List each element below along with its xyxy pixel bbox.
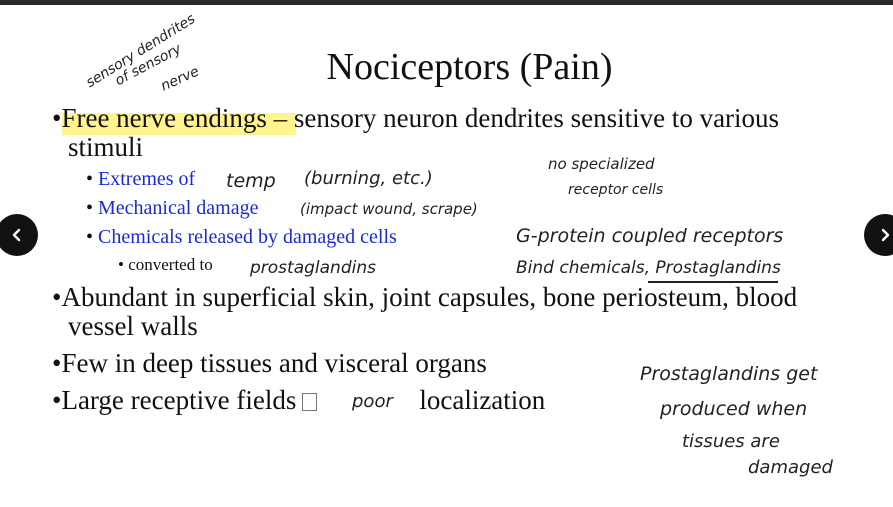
next-slide-button[interactable]: [864, 214, 893, 256]
chevron-right-icon: [881, 228, 890, 242]
missing-glyph-box: [302, 393, 318, 411]
handwritten-note: G-protein coupled receptors: [516, 225, 784, 247]
bullet-1-continuation: stimuli: [68, 132, 144, 162]
handwritten-note: Prostaglandins get: [640, 363, 818, 385]
bullet-glyph: •: [52, 348, 62, 378]
bullet-1-text: – sensory neuron dendrites sensitive to …: [266, 103, 780, 133]
handwritten-note: damaged: [748, 457, 833, 478]
handwritten-note: produced when: [660, 398, 808, 420]
highlight-mark: [62, 113, 296, 135]
top-bar: [0, 0, 893, 5]
sub-bullet-1-text: Extremes of: [98, 168, 196, 190]
sub-bullet-2: • Mechanical damage: [86, 197, 258, 220]
chevron-left-icon: [12, 228, 21, 242]
bullet-glyph: •: [86, 168, 94, 190]
bullet-4: •Large receptive fields localization: [52, 385, 545, 416]
bullet-glyph: •: [52, 103, 62, 133]
handwritten-note: Bind chemicals, Prostaglandins: [516, 258, 781, 278]
bullet-glyph: •: [86, 197, 94, 219]
prev-slide-button[interactable]: [0, 214, 38, 256]
sub-bullet-3: • Chemicals released by damaged cells: [86, 226, 397, 249]
sub-bullet-2-text: Mechanical damage: [98, 197, 259, 219]
sub-bullet-1: • Extremes of: [86, 168, 195, 191]
slide-title: Nociceptors (Pain): [326, 46, 613, 88]
bullet-1-highlighted: Free nerve endings: [61, 103, 267, 133]
sub-sub-bullet-1-text: converted to: [128, 255, 213, 274]
bullet-4-text-b: localization: [419, 385, 546, 415]
bullet-glyph: •: [86, 226, 94, 248]
handwritten-note: (impact wound, scrape): [300, 200, 478, 218]
bullet-glyph: •: [52, 385, 62, 415]
handwritten-note: (burning, etc.): [304, 168, 433, 189]
handwritten-note: prostaglandins: [250, 258, 376, 278]
handwritten-note: temp: [226, 170, 276, 192]
handwritten-note: no specialized: [548, 155, 655, 173]
bullet-2: •Abundant in superficial skin, joint cap…: [52, 282, 797, 313]
bullet-2-text: Abundant in superficial skin, joint caps…: [61, 282, 798, 312]
bullet-glyph: •: [118, 255, 124, 274]
handwritten-note: tissues are: [682, 431, 780, 452]
sub-sub-bullet-1: • converted to: [118, 255, 213, 275]
bullet-3-text: Few in deep tissues and visceral organs: [61, 348, 487, 378]
bullet-2-continuation: vessel walls: [68, 311, 198, 341]
underline-mark: [648, 281, 778, 283]
handwritten-note: receptor cells: [568, 182, 664, 198]
slide-canvas: Nociceptors (Pain) •Free nerve endings –…: [0, 5, 893, 507]
sub-bullet-3-text: Chemicals released by damaged cells: [98, 226, 397, 248]
handwritten-note: poor: [352, 391, 393, 412]
bullet-glyph: •: [52, 282, 62, 312]
bullet-1: •Free nerve endings – sensory neuron den…: [52, 103, 779, 134]
bullet-3: •Few in deep tissues and visceral organs: [52, 348, 487, 379]
bullet-4-text-a: Large receptive fields: [61, 385, 297, 415]
